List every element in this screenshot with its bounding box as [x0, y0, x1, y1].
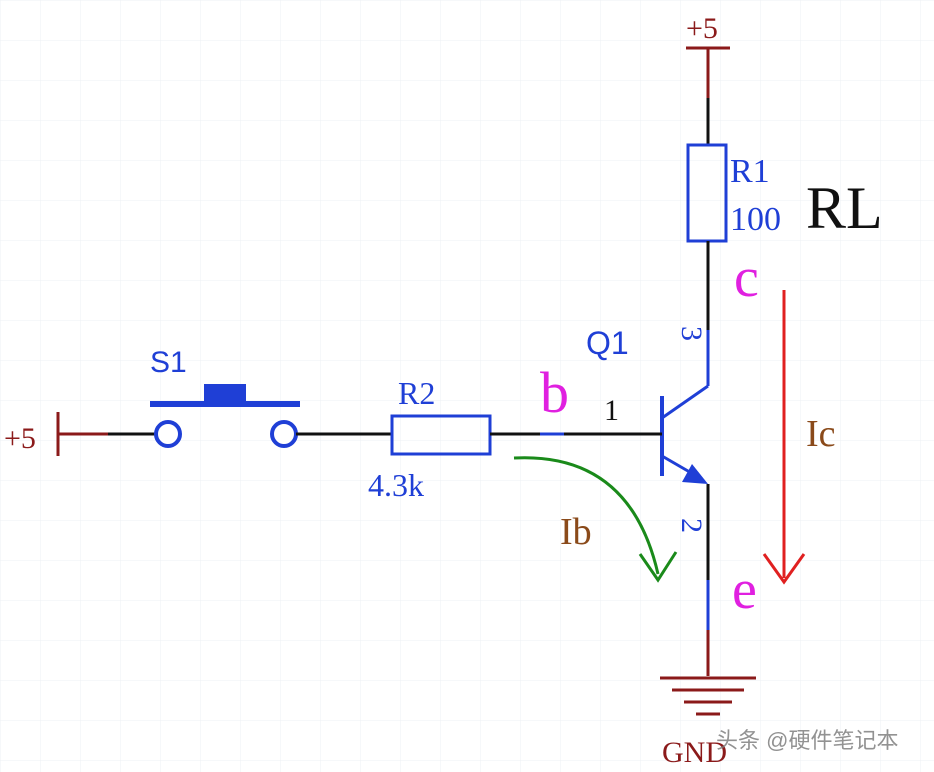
node-b-label: b [540, 360, 569, 425]
pin1-label: 1 [604, 394, 619, 427]
ib-label: Ib [560, 511, 592, 553]
r2-name-label: R2 [398, 375, 435, 411]
switch-s1 [150, 384, 300, 448]
gnd-symbol [660, 676, 756, 716]
ic-label: Ic [806, 413, 836, 455]
ic-current-arrow [762, 290, 806, 585]
r1-name-label: R1 [730, 153, 770, 190]
rl-label: RL [806, 175, 883, 241]
gnd-label: GND [662, 736, 727, 769]
vcc-left-label: +5 [4, 422, 36, 455]
q1-label: Q1 [586, 325, 629, 361]
pin2-label: 2 [675, 518, 708, 533]
r2-value-label: 4.3k [368, 467, 424, 503]
vcc-top-label: +5 [686, 12, 718, 45]
vcc-top-symbol [686, 46, 730, 98]
r1-value-label: 100 [730, 201, 781, 238]
s1-label: S1 [150, 346, 187, 379]
node-c-label: c [734, 247, 759, 309]
vcc-left-symbol [56, 412, 108, 456]
pin3-label: 3 [675, 326, 708, 341]
node-e-label: e [732, 559, 757, 621]
ib-current-arrow [513, 456, 678, 583]
watermark-text: 头条 @硬件笔记本 [716, 728, 898, 753]
transistor-q1 [660, 384, 710, 580]
